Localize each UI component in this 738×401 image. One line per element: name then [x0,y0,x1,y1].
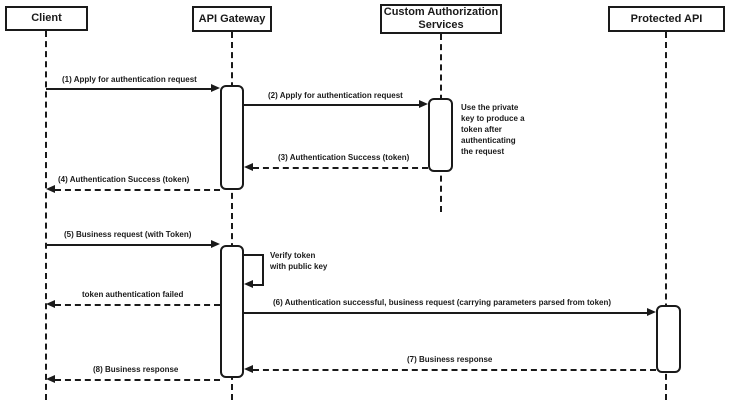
activation-protected-api [656,305,681,373]
arrowhead-right-icon [419,100,428,108]
self-message-vertical-line [262,254,264,284]
message-3-line [253,167,428,169]
message-2-line [244,104,419,106]
arrowhead-left-icon [46,185,55,193]
actor-label-client: Client [31,12,62,24]
activation-custom-auth-services [428,98,453,172]
message-5-line [46,244,212,246]
self-message-top-line [244,254,264,256]
actor-box-custom-auth-services: Custom Authorization Services [380,4,502,34]
message-1-line [46,88,212,90]
activation-api-gateway-2 [220,245,244,378]
message-3-label: (3) Authentication Success (token) [278,153,410,162]
self-message-verify-token-label: Verify token with public key [270,251,328,271]
arrowhead-left-icon [46,375,55,383]
message-5-label: (5) Business request (with Token) [64,230,192,239]
arrowhead-left-icon [46,300,55,308]
message-token-failed-line [55,304,220,306]
message-7-label: (7) Business response [407,355,493,364]
actor-box-api-gateway: API Gateway [192,6,272,32]
actor-label-api-gateway: API Gateway [198,12,266,25]
message-token-failed-label: token authentication failed [82,290,184,299]
actor-box-client: Client [5,6,88,31]
message-4-label: (4) Authentication Success (token) [58,175,190,184]
arrowhead-left-icon [244,365,253,373]
actor-box-protected-api: Protected API [608,6,725,32]
message-6-line [244,312,647,314]
message-8-line [55,379,220,381]
actor-label-custom-auth-services: Custom Authorization Services [383,6,499,31]
lifeline-client [45,31,47,400]
actor-label-protected-api: Protected API [630,12,703,25]
arrowhead-left-icon [244,163,253,171]
message-7-line [253,369,656,371]
self-message-bottom-line [253,284,264,286]
lifeline-protected-api [665,32,667,400]
message-4-line [55,189,220,191]
arrowhead-left-icon [244,280,253,288]
arrowhead-right-icon [211,240,220,248]
activation-api-gateway-1 [220,85,244,190]
message-8-label: (8) Business response [93,365,179,374]
note-private-key: Use the private key to produce a token a… [461,103,525,156]
message-2-label: (2) Apply for authentication request [268,91,403,100]
lifeline-api-gateway [231,32,233,400]
message-1-label: (1) Apply for authentication request [62,75,197,84]
arrowhead-right-icon [211,84,220,92]
message-6-label: (6) Authentication successful, business … [273,298,612,307]
arrowhead-right-icon [647,308,656,316]
